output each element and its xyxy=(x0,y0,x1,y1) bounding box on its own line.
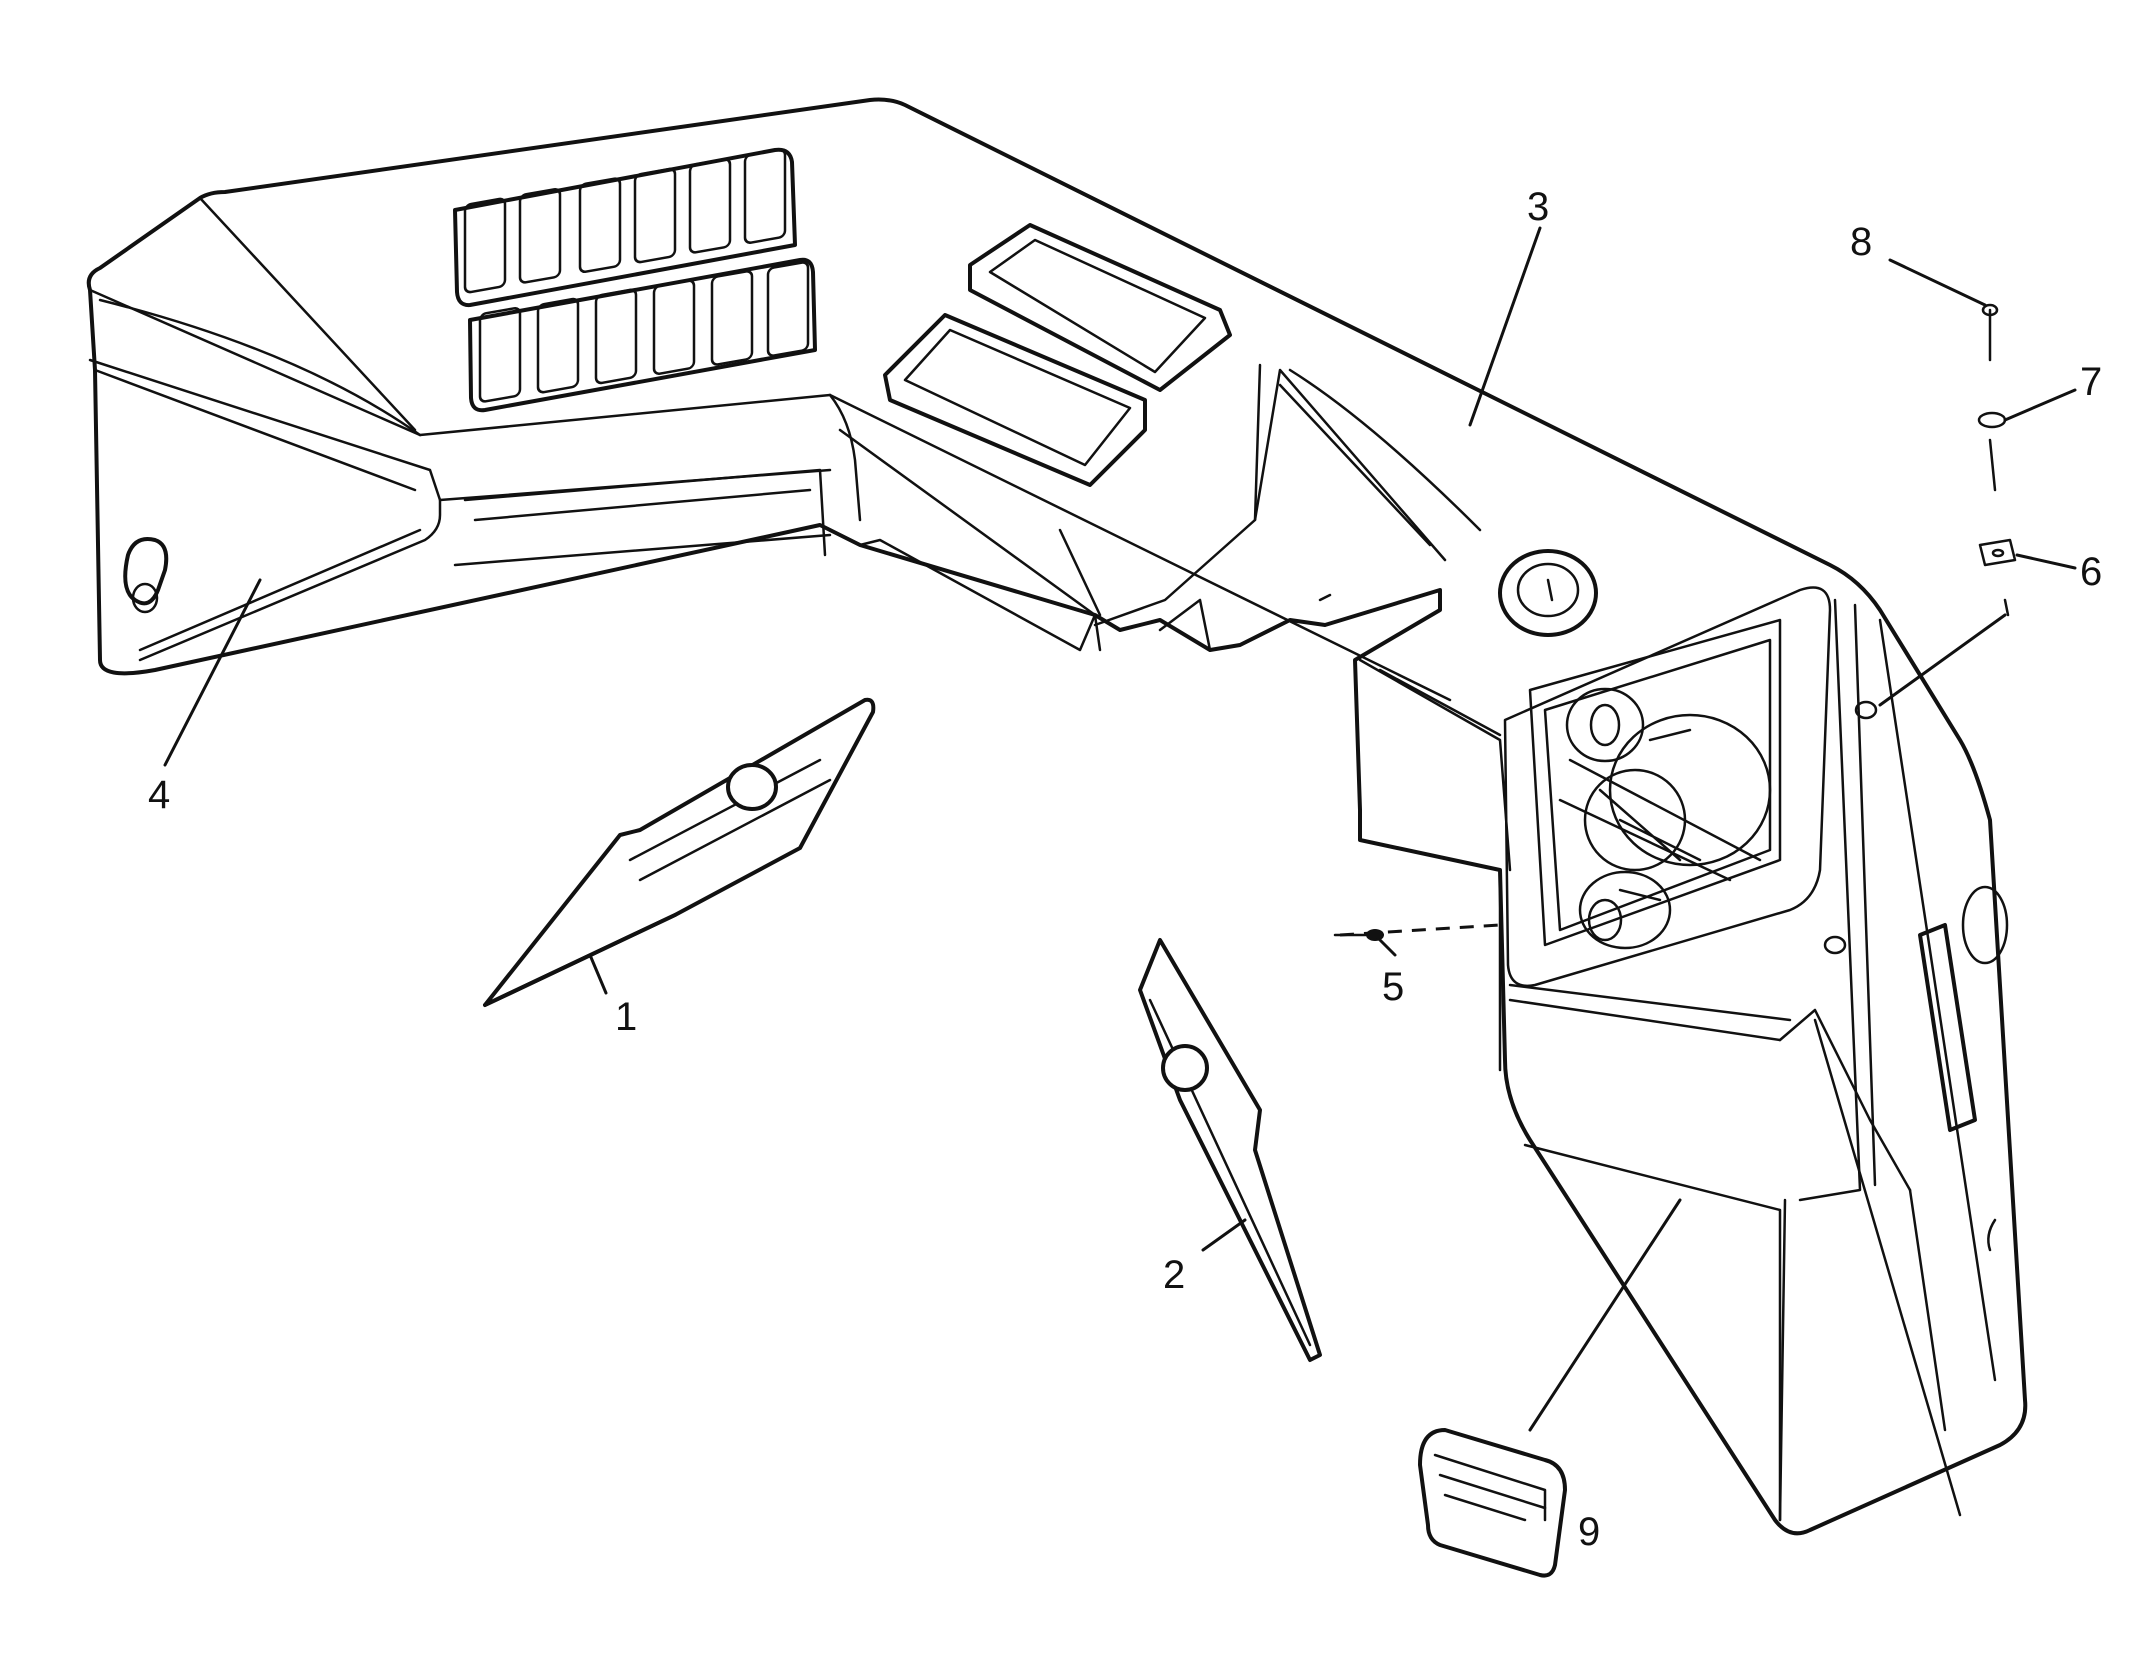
callout-6: 6 xyxy=(2080,550,2102,594)
part-1-cover-panel xyxy=(483,697,876,1007)
part-2-side-panel xyxy=(1138,938,1322,1362)
callout-3: 3 xyxy=(1527,185,1549,229)
leader-lines xyxy=(163,226,2077,1432)
callout-5: 5 xyxy=(1382,965,1404,1009)
part-5-screw xyxy=(1333,923,1501,941)
dashboard-console xyxy=(86,97,2028,1536)
callout-8: 8 xyxy=(1850,220,1872,264)
callout-labels: 1 2 3 4 5 6 7 8 9 xyxy=(148,185,2102,1554)
part-9-switch-blank xyxy=(1418,1428,1567,1578)
callout-7: 7 xyxy=(2080,360,2102,404)
callout-4: 4 xyxy=(148,773,170,817)
rocker-switches-top-row xyxy=(463,148,787,294)
callout-1: 1 xyxy=(615,995,637,1039)
callout-9: 9 xyxy=(1578,1510,1600,1554)
rocker-switches-bottom-row xyxy=(478,261,810,403)
callout-2: 2 xyxy=(1163,1253,1185,1297)
